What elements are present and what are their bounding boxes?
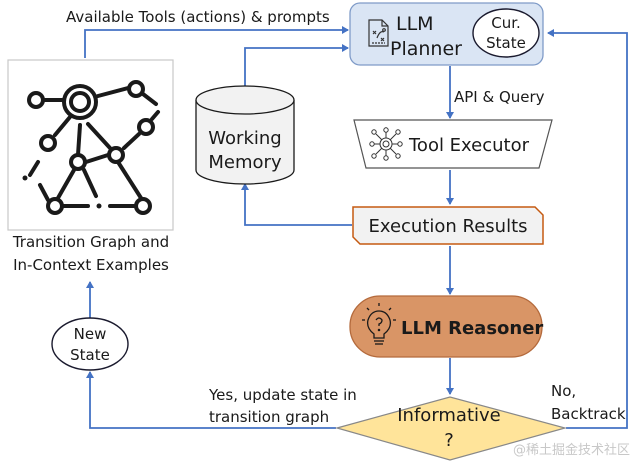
edge-label-api-query: API & Query	[454, 88, 545, 106]
edge-label-yes-2: transition graph	[209, 408, 329, 426]
decision-label-1: Informative	[397, 405, 501, 426]
results-label: Execution Results	[368, 216, 527, 237]
executor-label: Tool Executor	[408, 135, 530, 156]
lightbulb-question-icon	[362, 303, 396, 345]
memory-label-1: Working	[208, 128, 281, 149]
graph-dot	[96, 203, 102, 209]
graph-nodes	[27, 80, 155, 215]
cur-state-label-1: Cur.	[491, 14, 521, 32]
network-hub-icon	[369, 127, 403, 161]
reasoner-label: LLM Reasoner	[401, 318, 543, 339]
graph-caption-1: Transition Graph and	[12, 233, 169, 251]
planner-label-2: Planner	[390, 38, 462, 60]
node-transition-graph[interactable]	[7, 59, 174, 231]
node-llm-reasoner[interactable]: LLM Reasoner	[349, 295, 543, 358]
planner-label-1: LLM	[396, 13, 434, 35]
edge-label-no-2: Backtrack	[551, 405, 626, 423]
graph-caption-2: In-Context Examples	[13, 256, 169, 274]
edge-label-yes-1: Yes, update state in	[208, 386, 357, 404]
watermark: @稀土掘金技术社区	[512, 443, 630, 458]
strategy-document-icon	[368, 19, 389, 47]
edges	[84, 26, 628, 429]
graph-dot	[22, 175, 28, 181]
node-working-memory[interactable]: Working Memory	[195, 85, 295, 185]
node-tool-executor[interactable]: Tool Executor	[353, 119, 553, 169]
edge-decision-yes	[86, 371, 336, 429]
transition-graph-icon	[28, 86, 160, 208]
node-new-state[interactable]: New State	[51, 317, 129, 371]
node-informative-decision[interactable]: Informative ?	[334, 396, 568, 461]
edge-label-no-1: No,	[551, 382, 576, 400]
memory-label-2: Memory	[208, 152, 282, 173]
new-state-label-1: New	[74, 325, 107, 343]
node-cur-state[interactable]: Cur. State	[472, 8, 540, 58]
edge-graph-to-planner	[84, 26, 349, 58]
node-execution-results[interactable]: Execution Results	[352, 206, 544, 245]
edge-memory-to-planner	[244, 44, 349, 88]
decision-label-2: ?	[444, 430, 454, 451]
edge-results-to-memory	[241, 183, 352, 226]
edge-decision-no-backtrack	[547, 29, 628, 429]
node-llm-planner[interactable]: LLM Planner Cur. State	[349, 2, 544, 66]
new-state-label-2: State	[70, 346, 110, 364]
edge-label-tools-prompts: Available Tools (actions) & prompts	[66, 8, 330, 26]
cur-state-label-2: State	[486, 34, 526, 52]
